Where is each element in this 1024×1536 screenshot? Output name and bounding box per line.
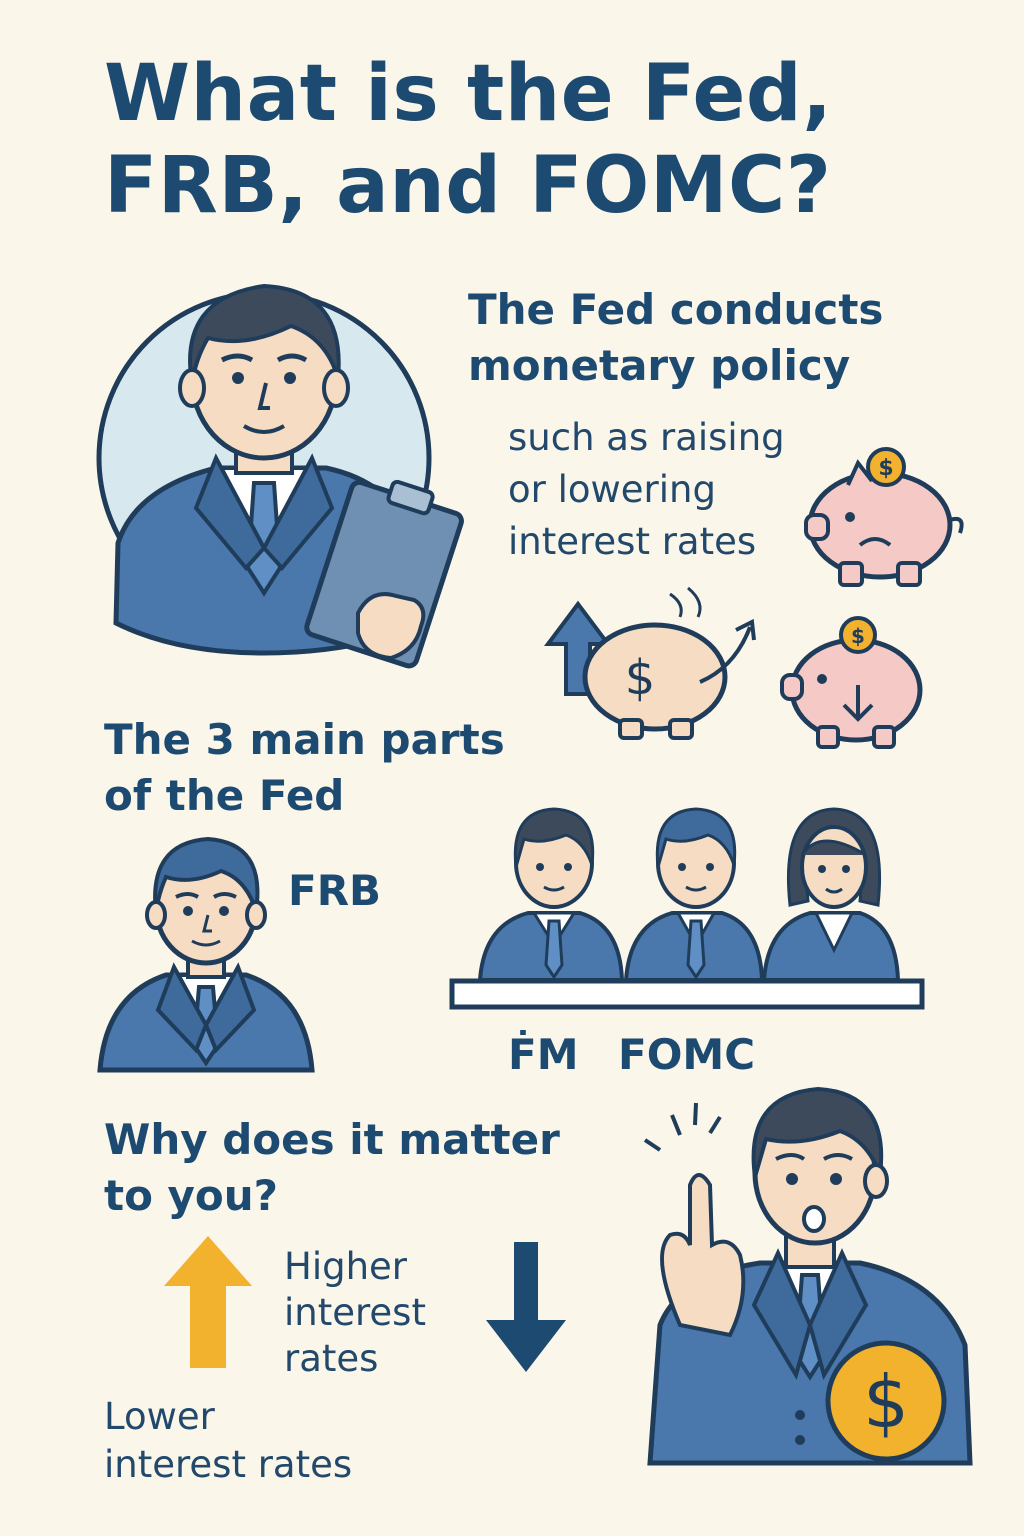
falling-piggy-bank-icon: $ <box>780 616 923 749</box>
policy-detail-line-1: such as raising <box>508 416 785 459</box>
lower-rates-text: Lower interest rates <box>104 1393 352 1489</box>
policy-detail-line-3: interest rates <box>508 520 757 563</box>
pointing-official-illustration: $ <box>643 1086 973 1466</box>
fomc-label: FOMC <box>618 1030 756 1079</box>
rising-piggy-bank-icon: $ <box>544 586 756 740</box>
fed-official-illustration <box>96 283 464 669</box>
matter-heading-line-1: Why does it matter <box>104 1115 560 1164</box>
coin-symbol: $ <box>878 456 893 481</box>
higher-line-1: Higher <box>284 1245 408 1288</box>
arrow-down-icon <box>486 1242 566 1372</box>
higher-line-3: rates <box>284 1337 379 1380</box>
higher-rates-text: Higher interest rates <box>284 1244 426 1382</box>
parts-heading: The 3 main parts of the Fed <box>104 712 505 824</box>
gold-coin-symbol: $ <box>863 1360 909 1444</box>
parts-heading-line-1: The 3 main parts <box>104 715 505 764</box>
parts-heading-line-2: of the Fed <box>104 771 345 820</box>
frb-label: FRB <box>288 866 382 915</box>
policy-heading-line-2: monetary policy <box>468 341 851 390</box>
lower-line-2: interest rates <box>104 1443 353 1486</box>
policy-detail-line-2: or lowering <box>508 468 716 511</box>
fomc-committee-illustration <box>449 807 925 1010</box>
matter-heading: Why does it matter to you? <box>104 1112 560 1224</box>
page-title: What is the Fed, FRB, and FOMC? <box>104 48 984 232</box>
policy-heading: The Fed conducts monetary policy <box>468 282 883 394</box>
policy-detail: such as raising or lowering interest rat… <box>508 412 785 568</box>
lower-line-1: Lower <box>104 1395 215 1438</box>
arrow-up-icon <box>164 1236 252 1368</box>
falling-coin-symbol: $ <box>851 624 865 648</box>
title-line-1: What is the Fed, <box>104 49 833 139</box>
higher-line-2: interest <box>284 1291 426 1334</box>
fm-label: ḞM <box>508 1030 579 1079</box>
matter-heading-line-2: to you? <box>104 1171 279 1220</box>
frb-official-illustration <box>97 836 315 1073</box>
sad-piggy-bank-icon: $ <box>804 447 964 587</box>
policy-heading-line-1: The Fed conducts <box>468 285 884 334</box>
piggy-dollar-symbol: $ <box>625 650 656 706</box>
title-line-2: FRB, and FOMC? <box>104 141 832 231</box>
